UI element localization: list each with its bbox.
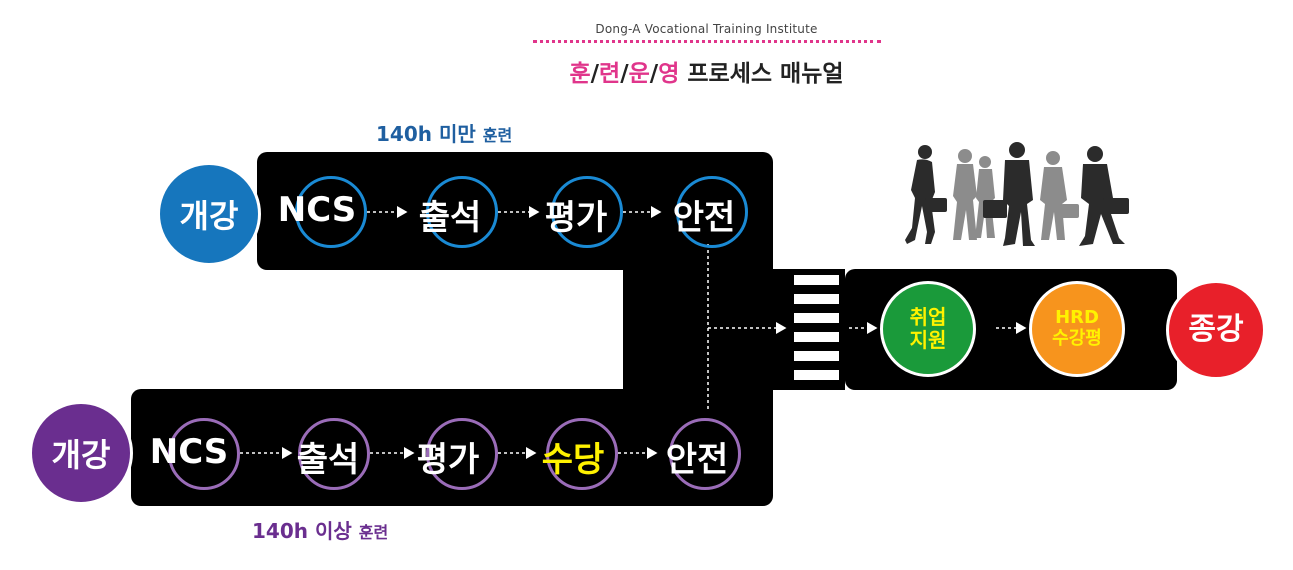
- bottom-route-label: 140h 이상 훈련: [252, 515, 388, 544]
- crosswalk-stripe: [794, 294, 839, 304]
- title-part: 련: [599, 61, 621, 87]
- end-circle: 종강: [1166, 280, 1266, 380]
- crosswalk-stripe: [794, 332, 839, 342]
- top-route-label-suffix: 훈련: [482, 126, 513, 145]
- top-step-ring: [295, 176, 367, 248]
- bottom-start-circle: 개강: [29, 401, 133, 505]
- bottom-step-ncs: NCS: [149, 432, 229, 472]
- bottom-step-evaluation: 평가: [416, 440, 480, 480]
- header-dotted-line: [533, 40, 881, 43]
- job-support-line1: 취업: [909, 305, 947, 329]
- header-subtitle: Dong-A Vocational Training Institute: [595, 22, 818, 36]
- crosswalk: [788, 269, 845, 390]
- top-step-attendance: 출석: [418, 198, 482, 238]
- top-step-evaluation: 평가: [544, 198, 608, 238]
- bottom-step-ring: [669, 418, 741, 490]
- hrd-review-line1: HRD: [1055, 307, 1099, 329]
- top-route-label-main: 140h 미만: [376, 122, 476, 146]
- hrd-review-circle: HRD 수강평: [1029, 281, 1125, 377]
- job-support-circle: 취업 지원: [880, 281, 976, 377]
- walking-people-icon: [905, 142, 1129, 246]
- header-title: 훈/련/운/영 프로세스 매뉴얼: [0, 54, 1293, 88]
- title-part: /: [590, 61, 600, 87]
- top-step-ring: [676, 176, 748, 248]
- top-step-safety: 안전: [672, 198, 736, 238]
- bottom-route-label-main: 140h 이상: [252, 519, 352, 543]
- title-part: /: [649, 61, 659, 87]
- top-step-ring: [426, 176, 498, 248]
- crosswalk-stripe: [794, 370, 839, 380]
- top-start-label: 개강: [179, 197, 239, 235]
- bottom-step-ring: [546, 418, 618, 490]
- job-support-line2: 지원: [909, 328, 947, 352]
- bottom-step-ring: [426, 418, 498, 490]
- title-part: 운: [628, 61, 650, 87]
- bottom-step-allowance: 수당: [541, 440, 605, 480]
- bottom-start-label: 개강: [51, 436, 111, 474]
- hrd-review-line2: 수강평: [1052, 328, 1102, 349]
- top-step-ring: [551, 176, 623, 248]
- bottom-step-attendance: 출석: [296, 440, 360, 480]
- end-label: 종강: [1188, 311, 1244, 347]
- crosswalk-stripe: [794, 351, 839, 361]
- top-step-ncs: NCS: [277, 190, 357, 230]
- title-part: /: [620, 61, 629, 87]
- bottom-step-ring: [168, 418, 240, 490]
- title-part: 영: [658, 61, 680, 87]
- title-rest: 프로세스 매뉴얼: [679, 61, 844, 87]
- title-part: 훈: [569, 61, 591, 87]
- top-route-label: 140h 미만 훈련: [376, 118, 512, 147]
- bottom-route-label-suffix: 훈련: [358, 523, 389, 542]
- crosswalk-stripe: [794, 313, 839, 323]
- bottom-step-ring: [298, 418, 370, 490]
- top-start-circle: 개강: [157, 162, 261, 266]
- crosswalk-stripe: [794, 275, 839, 285]
- bottom-step-safety: 안전: [665, 440, 729, 480]
